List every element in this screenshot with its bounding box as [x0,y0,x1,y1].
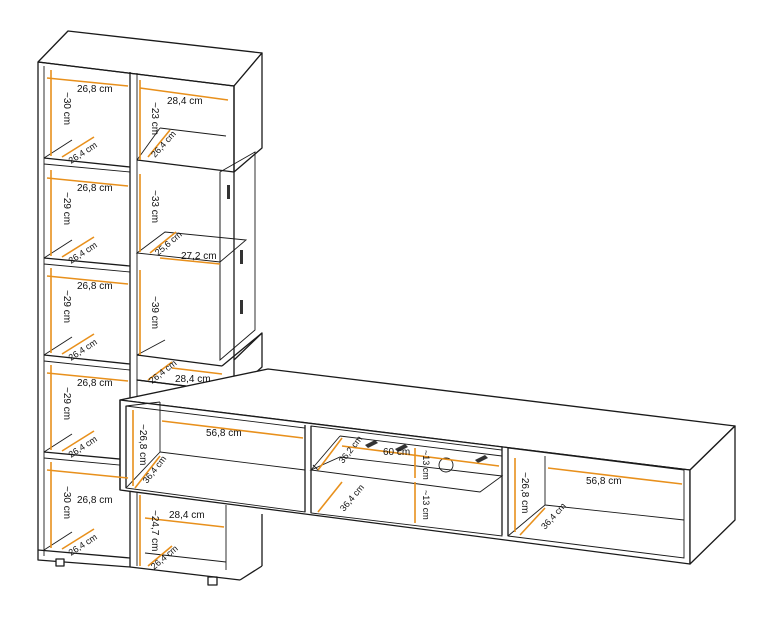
tv-left-height-label: ~26,8 cm [137,424,148,465]
tv-right-height-label: ~26,8 cm [519,472,530,513]
glass-shelf [135,231,248,263]
tall-width-1-label: 26,8 cm [77,84,113,95]
hinge-icon [475,455,488,463]
tv-center-width-label: 60 cm [383,447,410,458]
tall-width-4-label: 26,8 cm [77,378,113,389]
tall-unit-front-left [37,62,131,568]
tv-unit-side [689,425,736,565]
vitrine-upper-height-label: ~33 cm [149,190,160,223]
tv-right-width-label: 56,8 cm [586,476,622,487]
tall-height-5-label: ~30 cm [61,486,72,519]
tv-unit [119,368,736,565]
bottom-height-label: ~24,7 cm [149,510,160,551]
vitrine-shelf-width-label: 27,2 cm [181,251,217,262]
glass-door [219,151,256,361]
hinge-icon [395,444,408,452]
tall-shelf-unit [37,30,263,586]
mid-top-width-label: 28,4 cm [167,96,203,107]
mid-low-width-label: 28,4 cm [175,374,211,385]
vitrine-handle-upper [227,185,230,199]
tall-unit-front-top [37,61,235,87]
vitrine-shelf-depth-label: 25,6 cm [153,229,184,257]
tall-width-2-label: 26,8 cm [77,183,113,194]
tall-unit-top [37,30,263,87]
tv-center-lower-height-label: ~13 cm [421,490,431,520]
tall-width-5-label: 26,8 cm [77,495,113,506]
bottom-width-label: 28,4 cm [169,510,205,521]
hinge-icon [365,440,378,448]
foot-right [207,576,218,586]
vitrine-handle-lower [240,300,243,314]
glass-vitrine [135,151,263,393]
tall-height-1-label: ~30 cm [61,92,72,125]
cable-hole [438,457,454,473]
dimension-lines [46,70,683,567]
mid-top-height-label: ~23 cm [149,102,160,135]
tall-height-3-label: ~29 cm [61,290,72,323]
mid-low-depth-label: 26,4 cm [147,358,178,386]
foot-left [55,558,65,567]
vitrine-lower-height-label: ~39 cm [149,296,160,329]
tv-center-upper-height-label: ~13 cm [421,450,431,480]
tv-left-width-label: 56,8 cm [206,428,242,439]
tall-height-4-label: ~29 cm [61,387,72,420]
vitrine-handle-mid [240,250,243,264]
tall-width-3-label: 26,8 cm [77,281,113,292]
tall-height-2-label: ~29 cm [61,192,72,225]
